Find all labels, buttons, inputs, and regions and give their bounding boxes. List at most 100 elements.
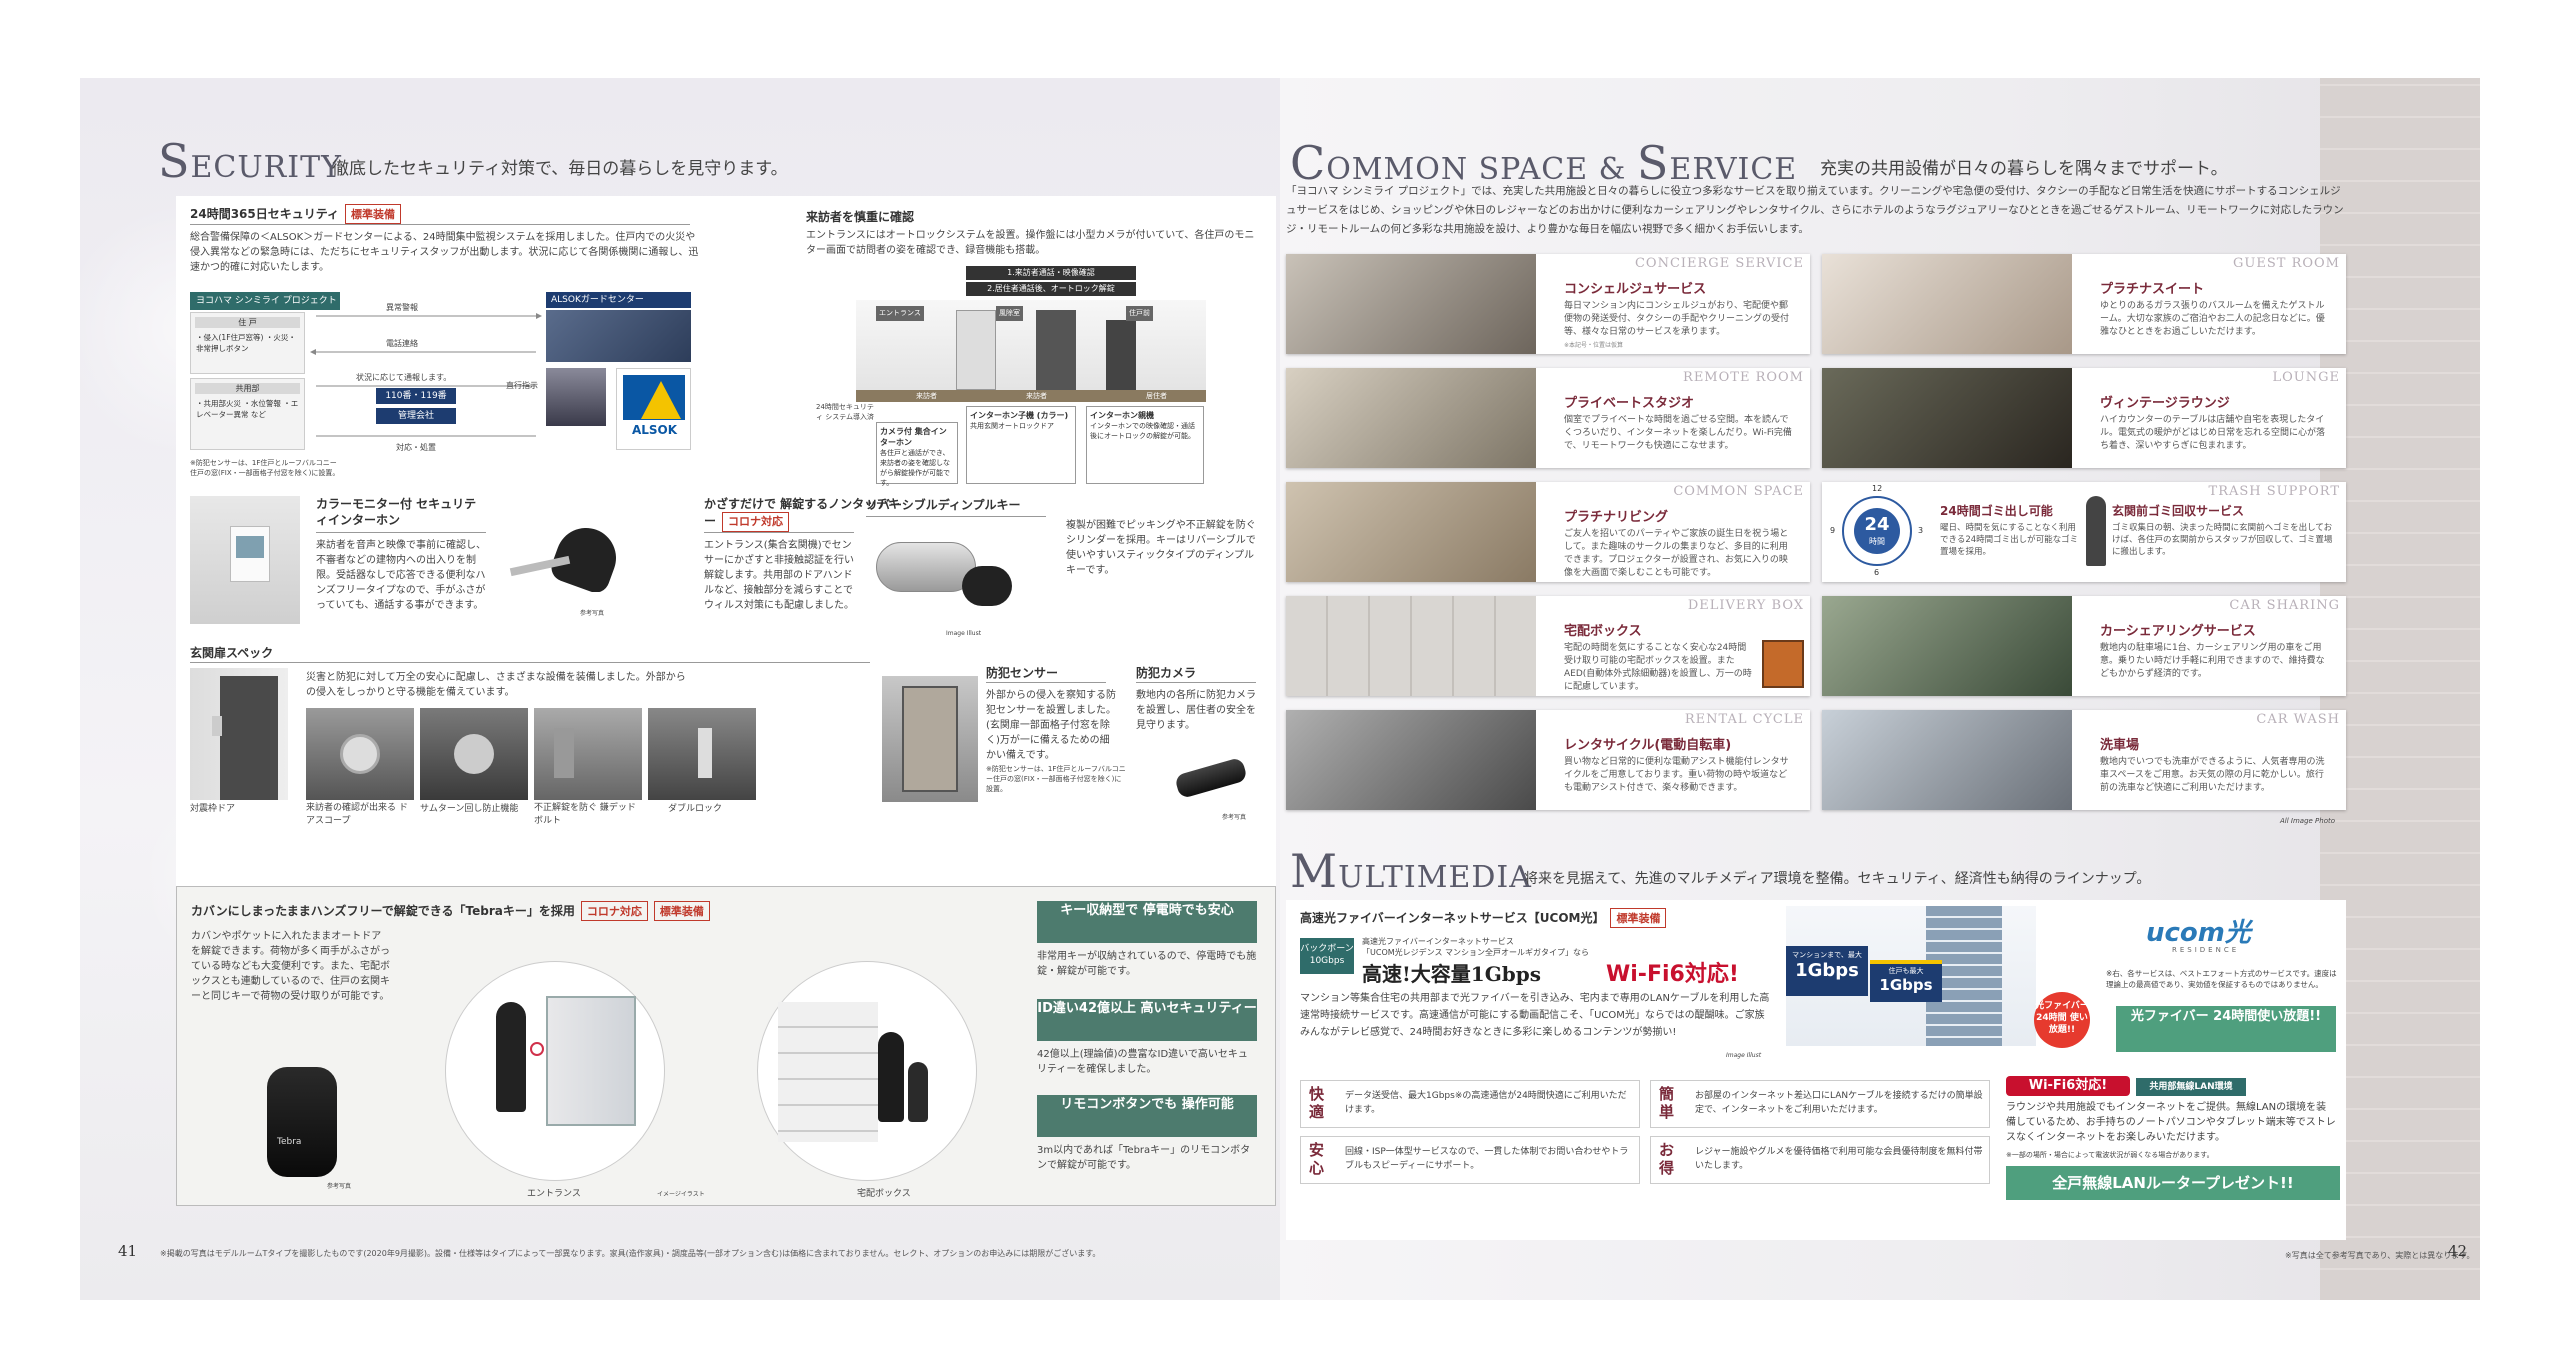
- all-image-note: All Image Photo: [2280, 817, 2336, 825]
- clock-icon: 24 時間: [1842, 496, 1912, 566]
- alsok-center-label: ALSOKガードセンター: [546, 292, 691, 308]
- card-jp-title: 宅配ボックス: [1564, 624, 1642, 639]
- door-cap5: ダブルロック: [668, 804, 723, 814]
- card-jp-title: レンタサイクル(電動自転車): [1564, 738, 1732, 753]
- card-jp-title: プラチナスイート: [2100, 282, 2205, 297]
- free-use-badge: 光ファイバー 24時間 使い放題!!: [2034, 992, 2090, 1048]
- card-en-label: GUEST ROOM: [2233, 256, 2340, 271]
- router-banner: 全戸無線LANルータープレゼント!!: [2006, 1166, 2340, 1200]
- door-spec-heading: 玄関扉スペック: [190, 646, 274, 660]
- dwelling-box: 住 戸 ・侵入(1F住戸窓等) ・火災・非常押しボタン: [190, 312, 305, 374]
- intercom-box3: インターホン親機 インターホンでの映像確認・通話後にオートロックの解錠が可能。: [1086, 406, 1204, 484]
- card-body: 毎日マンション内にコンシェルジュがおり、宅配便や郵便物の発送受付、タクシーの手配…: [1564, 301, 1790, 337]
- feature2-title: ID違い42億以上 高いセキュリティー: [1037, 999, 1257, 1041]
- card-jp-title: プラチナリビング: [1564, 510, 1669, 525]
- card-jp-title: ヴィンテージラウンジ: [2100, 396, 2230, 411]
- aed-icon: [1762, 640, 1804, 688]
- card-guest-room: GUEST ROOM プラチナスイート ゆとりのあるガラス張りのバスルームを備え…: [1822, 254, 2346, 354]
- right-page: COMMON SPACE & SERVICE 充実の共用設備が日々の暮らしを隅々…: [1280, 78, 2480, 1300]
- clock-3: 3: [1918, 526, 1924, 535]
- dwelling-front-label: 住戸前: [1126, 306, 1153, 321]
- ucom-residence: RESIDENCE: [2172, 946, 2240, 954]
- nontouch-heading: かざすだけで 解錠するノンタッチキーコロナ対応: [704, 496, 904, 532]
- delivery-box-photo: [1286, 596, 1536, 696]
- card-body: 個室でプライベートな時間を過ごせる空間。本を読んでくつろいだり、インターネットを…: [1564, 415, 1792, 451]
- zone-bar: [856, 390, 1206, 402]
- dimple-img-note: Image Illust: [946, 630, 982, 637]
- door-spec-body: 災害と防犯に対して万全の安心に配慮し、さまざまな設備を装備しました。外部からの侵…: [306, 672, 686, 698]
- free-banner: 光ファイバー 24時間使い放題!!: [2116, 1006, 2336, 1052]
- zone2: 来訪者: [1026, 392, 1047, 400]
- card-body: 敷地内の駐車場に1台、カーシェアリング用の車をご用意。乗りたい時だけ手軽に利用で…: [2100, 643, 2325, 679]
- door-photo: [190, 668, 288, 800]
- feature1-body: 非常用キーが収納されているので、停電時でも施錠・解錠が可能です。: [1037, 951, 1257, 977]
- left-page: SECURITY 徹底したセキュリティ対策で、毎日の暮らしを見守ります。 24時…: [60, 78, 1280, 1300]
- section-subtitle-common: 充実の共用設備が日々の暮らしを隅々までサポート。: [1820, 159, 2228, 179]
- divider: [866, 516, 1046, 517]
- alsok-logo: ALSOK: [616, 368, 691, 450]
- tebra-brand: Tebra: [277, 1137, 302, 1147]
- camera-heading: 防犯カメラ: [1136, 666, 1197, 680]
- mgmt-box: 管理会社: [376, 408, 456, 424]
- tebra-heading: カバンにしまったままハンズフリーで解錠できる「Tebraキー」を採用コロナ対応標…: [191, 901, 710, 921]
- car-wash-photo: [1822, 710, 2072, 810]
- feature1-title: キー収納型で 停電時でも安心: [1037, 901, 1257, 943]
- color-monitor-body: 来訪者を音声と映像で事前に確認し、不審者などの建物内への出入りを制限。受話器なし…: [316, 540, 486, 611]
- backbone-badge: バックボーン 10Gbps: [1300, 938, 1354, 974]
- arrow-label-report: 状況に応じて通報します。: [356, 373, 452, 382]
- card-note: ※本記号・位置は仮算: [1564, 342, 1624, 349]
- card-body: ハイカウンターのテーブルは店舗や自宅を表現したタイル。電気式の暖炉がどはじめ日常…: [2100, 415, 2326, 451]
- tebra-key-photo: Tebra: [217, 1037, 367, 1187]
- wifi-body: ラウンジや共用施設でもインターネットをご提供。無線LANの環境を装備しているため…: [2006, 1102, 2336, 1143]
- footnote-left: ※掲載の写真はモデルルームTタイプを撮影したものです(2020年9月撮影)。設備…: [160, 1249, 1101, 1258]
- feature3-body: 3m以内であれば「Tebraキー」のリモコンボタンで解錠が可能です。: [1037, 1145, 1251, 1171]
- net-small2: 「UCOM光レジデンス マンション全戸オールギガタイプ」なら: [1362, 948, 1590, 957]
- feature3-title: リモコンボタンでも 操作可能: [1037, 1095, 1257, 1137]
- section-subtitle: 徹底したセキュリティ対策で、毎日の暮らしを見守ります。: [332, 159, 788, 179]
- flow-arrows: [310, 313, 542, 437]
- speed-box-1: マンションまで、最大 1Gbps: [1786, 946, 1868, 996]
- card-car-wash: CAR WASH 洗車場 敷地内でいつでも洗車ができるように、人気者専用の洗車ス…: [1822, 710, 2346, 810]
- delivery-caption: 宅配ボックス: [857, 1189, 911, 1199]
- key-photo: [506, 522, 626, 592]
- sensor-body: 外部からの侵入を察知する防犯センサーを設置しました。(玄関扉一部面格子付窓を除く…: [986, 690, 1116, 761]
- standard-badge: 標準装備: [653, 901, 710, 921]
- card-en-label: TRASH SUPPORT: [2208, 484, 2340, 499]
- door-cap3: サムターン回し防止機能: [420, 804, 519, 814]
- image-note: イメージイラスト: [657, 1191, 705, 1198]
- intercom-box2: インターホン子機 (カラー) 共用玄関オートロックドア: [966, 406, 1076, 484]
- entrance-label: エントランス: [876, 306, 924, 321]
- divider: [190, 662, 870, 663]
- clock-12: 12: [1872, 484, 1883, 493]
- arrow-label-alarm: 異常警報: [386, 303, 418, 312]
- multimedia-panel: 高速光ファイバーインターネットサービス【UCOM光】標準装備 バックボーン 10…: [1286, 900, 2346, 1240]
- arrow-label-call: 電話連絡: [386, 339, 418, 348]
- adv-comfort: 快適データ送受信、最大1Gbps※の高速通信が24時間快適にご利用いただけます。: [1300, 1080, 1640, 1128]
- corona-badge: コロナ対応: [580, 901, 648, 921]
- security24-heading: 24時間365日セキュリティ標準装備: [190, 204, 402, 224]
- ucom-logo: ucom光: [2146, 918, 2251, 948]
- camera-photo: [1166, 756, 1256, 806]
- step1-label: 1.来訪者通話・映像確認: [966, 266, 1136, 280]
- door-scope-photo: [306, 708, 414, 800]
- card-jp-title: 24時間ゴミ出し可能: [1940, 504, 2053, 518]
- door-cap1: 対震枠ドア: [190, 804, 236, 814]
- card-delivery-box: DELIVERY BOX 宅配ボックス 宅配の時間を気にすることなく安心な24時…: [1286, 596, 1810, 696]
- key-ref: 参考写真: [580, 610, 605, 617]
- camera-body: 敷地内の各所に防犯カメラを設置し、居住者の安全を見守ります。: [1136, 690, 1256, 731]
- step2-label: 2.居住者通話後、オートロック解錠: [966, 282, 1136, 296]
- nontouch-body: エントランス(集合玄関機)でセンサーにかざすと非接触認証を行い解錠します。共用部…: [704, 540, 854, 611]
- card-body: ゆとりのあるガラス張りのバスルームを備えたゲストルーム。大切な家族のご宿泊やお二…: [2100, 301, 2325, 337]
- multimedia-subtitle: 将来を見据えて、先進のマルチメディア環境を整備。セキュリティ、経済性も納得のライ…: [1524, 871, 2151, 887]
- card-car-sharing: CAR SHARING カーシェアリングサービス 敷地内の駐車場に1台、カーシェ…: [1822, 596, 2346, 696]
- wifi6-tag: Wi-Fi6対応!: [2006, 1076, 2130, 1096]
- network-illust: マンションまで、最大 1Gbps 住戸も最大 1Gbps: [1786, 906, 2036, 1046]
- door-cap4: 不正解錠を防ぐ 鎌デッドボルト: [534, 803, 636, 826]
- tebra-ref: 参考写真: [327, 1183, 352, 1190]
- wireless-tag: 共用部無線LAN環境: [2136, 1078, 2246, 1096]
- sensor-heading: 防犯センサー: [986, 666, 1059, 680]
- section-title-common: COMMON SPACE & SERVICE: [1290, 136, 1798, 190]
- control-room-photo: [546, 310, 691, 362]
- divider: [316, 532, 486, 533]
- intercom-diagram: [856, 300, 1206, 390]
